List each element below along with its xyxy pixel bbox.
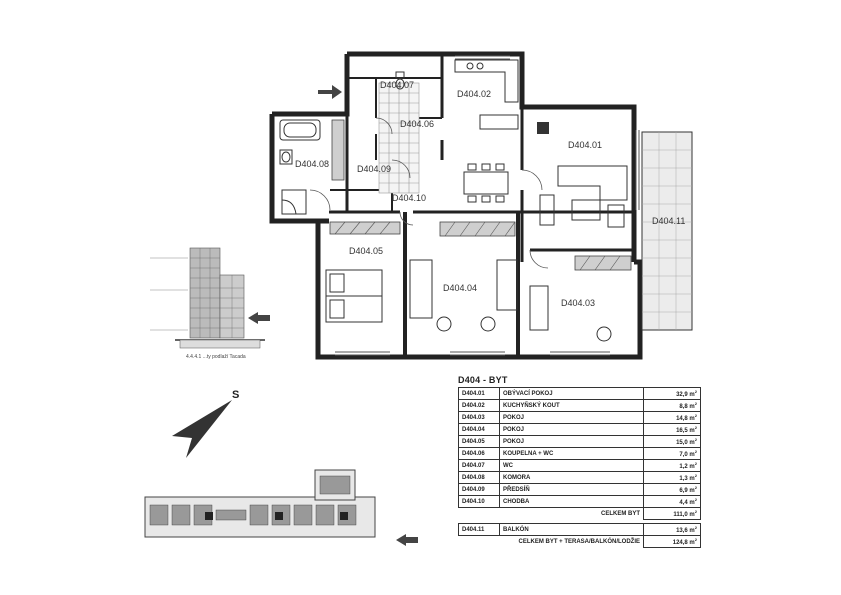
room-label-d404-08: D404.08	[295, 159, 329, 169]
door-swings	[309, 117, 549, 269]
row-code: D404.10	[458, 495, 500, 508]
toilet-icon	[395, 71, 405, 90]
table-row: D404.07 WC 1,2 m2	[458, 459, 701, 472]
sofa-icon	[539, 165, 628, 228]
row-area: 1,3 m2	[643, 471, 701, 484]
row-area: 13,6 m2	[643, 523, 701, 536]
row-code: D404.08	[458, 471, 500, 484]
table-title: D404 - BYT	[458, 375, 508, 385]
table-row: D404.01 OBÝVACÍ POKOJ 32,9 m2	[458, 387, 701, 400]
compass-north-arrow-icon	[172, 400, 232, 458]
room-label-d404-01: D404.01	[568, 140, 602, 150]
row-name: CHODBA	[499, 495, 644, 508]
hallway-tiles	[378, 82, 420, 194]
row-area: 16,5 m2	[643, 423, 701, 436]
table-row: D404.04 POKOJ 16,5 m2	[458, 423, 701, 436]
row-code: D404.09	[458, 483, 500, 496]
subtotal-area: 111,0 m2	[643, 507, 701, 520]
room-label-d404-04: D404.04	[443, 283, 477, 293]
row-area: 7,0 m2	[643, 447, 701, 460]
floor-indicator-arrow-icon	[248, 312, 270, 324]
table-row: D404.10 CHODBA 4,4 m2	[458, 495, 701, 508]
dining-table-icon	[463, 163, 509, 203]
washbasin-icon	[279, 149, 293, 165]
row-name: PŘEDSÍŇ	[499, 483, 644, 496]
row-name: POKOJ	[499, 435, 644, 448]
room-label-d404-02: D404.02	[457, 89, 491, 99]
windows	[335, 55, 640, 356]
row-code: D404.01	[458, 387, 500, 400]
room-label-d404-09: D404.09	[357, 164, 391, 174]
building-section-caption: 4.4.4.1 ...ty podlaží Tacada	[186, 354, 246, 360]
building-section-icon	[150, 247, 265, 349]
kitchen-counter	[454, 59, 519, 130]
tv-icon	[537, 122, 549, 134]
row-code: D404.04	[458, 423, 500, 436]
apartment-walls	[269, 51, 643, 360]
room-area-table: D404 - BYT D404.01 OBÝVACÍ POKOJ 32,9 m2…	[458, 375, 701, 548]
row-area: 8,8 m2	[643, 399, 701, 412]
room-label-d404-07: D404.07	[380, 80, 414, 90]
row-area: 32,9 m2	[643, 387, 701, 400]
entrance-arrow-icon	[318, 85, 342, 99]
table-row: D404.09 PŘEDSÍŇ 6,9 m2	[458, 483, 701, 496]
row-area: 6,9 m2	[643, 483, 701, 496]
row-name: WC	[499, 459, 644, 472]
room-label-d404-10: D404.10	[392, 193, 426, 203]
shower-icon	[281, 189, 307, 215]
row-area: 4,4 m2	[643, 495, 701, 508]
total-area: 124,8 m2	[643, 535, 701, 548]
row-name: POKOJ	[499, 423, 644, 436]
double-bed-icon	[325, 269, 383, 323]
room-label-d404-06: D404.06	[400, 119, 434, 129]
row-area: 15,0 m2	[643, 435, 701, 448]
row-code: D404.06	[458, 447, 500, 460]
total-row: CELKEM BYT + TERASA/BALKÓN/LODŽIE 124,8 …	[459, 535, 701, 548]
total-label: CELKEM BYT + TERASA/BALKÓN/LODŽIE	[518, 538, 640, 545]
bathtub-icon	[279, 119, 321, 141]
row-code: D404.02	[458, 399, 500, 412]
room-label-d404-03: D404.03	[561, 298, 595, 308]
row-code: D404.07	[458, 459, 500, 472]
row-name: KOMORA	[499, 471, 644, 484]
table-row: D404.02 KUCHYŇSKÝ KOUT 8,8 m2	[458, 399, 701, 412]
row-code: D404.03	[458, 411, 500, 424]
key-plan-arrow-icon	[396, 534, 418, 546]
table-row: D404.05 POKOJ 15,0 m2	[458, 435, 701, 448]
room-label-d404-05: D404.05	[349, 246, 383, 256]
row-name: KUCHYŇSKÝ KOUT	[499, 399, 644, 412]
single-bed-icon	[409, 259, 549, 331]
compass-label: S	[232, 389, 239, 401]
balcony-row: D404.11 BALKÓN 13,6 m2	[458, 523, 701, 536]
wardrobe-hatching	[334, 221, 621, 271]
subtotal-label: CELKEM BYT	[601, 510, 640, 517]
row-name: OBÝVACÍ POKOJ	[499, 387, 644, 400]
row-code: D404.11	[458, 523, 500, 536]
table-row: D404.06 KOUPELNA + WC 7,0 m2	[458, 447, 701, 460]
desk-chair-icon	[436, 316, 612, 342]
row-name: BALKÓN	[499, 523, 644, 536]
table-row: D404.08 KOMORA 1,3 m2	[458, 471, 701, 484]
balcony	[641, 131, 693, 331]
subtotal-row: CELKEM BYT 111,0 m2	[459, 507, 701, 520]
key-plan-icon	[144, 469, 376, 538]
room-label-d404-11: D404.11	[652, 216, 685, 226]
row-area: 14,8 m2	[643, 411, 701, 424]
row-area: 1,2 m2	[643, 459, 701, 472]
row-code: D404.05	[458, 435, 500, 448]
area-table-grid: D404.01 OBÝVACÍ POKOJ 32,9 m2 D404.02 KU…	[458, 387, 701, 548]
row-name: POKOJ	[499, 411, 644, 424]
table-row: D404.03 POKOJ 14,8 m2	[458, 411, 701, 424]
row-name: KOUPELNA + WC	[499, 447, 644, 460]
